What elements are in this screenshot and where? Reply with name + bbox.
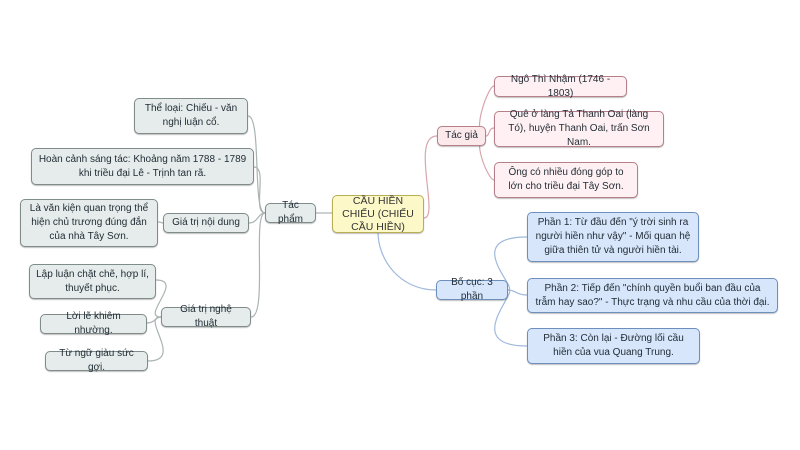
node-nghe-thuat-item-2[interactable]: Lời lẽ khiêm nhường. (40, 311, 147, 336)
node-bo-cuc[interactable]: Bố cục: 3 phần (436, 277, 508, 302)
link-root-bocuc (377, 231, 437, 291)
node-tac-gia-item-3-label: Ông có nhiều đóng góp to lớn cho triều đ… (508, 167, 624, 192)
link-root-tacgia (423, 135, 438, 219)
link-noidung-item (157, 221, 164, 224)
node-bo-cuc-label: Bố cục: 3 phần (451, 277, 493, 302)
node-gia-tri-noi-dung[interactable]: Giá trị nội dung (163, 213, 249, 233)
link-bocuc-item1 (494, 236, 528, 291)
link-bocuc-item3 (494, 289, 528, 347)
node-bo-cuc-item-2[interactable]: Phần 2: Tiếp đến "chính quyền buổi ban đ… (527, 278, 778, 313)
node-tac-gia-item-1-label: Ngô Thì Nhậm (1746 - 1803) (510, 73, 611, 99)
link-tacpham-nghethuat (250, 212, 266, 318)
node-tac-pham-label: Tác phẩm (277, 200, 303, 225)
node-bo-cuc-item-1[interactable]: Phần 1: Từ đầu đến "ý trời sinh ra người… (527, 212, 699, 262)
node-gia-tri-noi-dung-label: Giá trị nội dung (172, 217, 240, 228)
link-bocuc-item2 (507, 289, 528, 296)
link-nghethuat-item2 (146, 316, 162, 324)
node-gia-tri-nghe-thuat-label: Giá trị nghệ thuật (180, 304, 232, 329)
link-nghethuat-item1 (154, 279, 167, 318)
node-nghe-thuat-item-2-label: Lời lẽ khiêm nhường. (66, 311, 121, 336)
node-the-loai-label: Thể loại: Chiếu - văn nghị luận cổ. (144, 103, 238, 128)
node-gia-tri-nghe-thuat[interactable]: Giá trị nghệ thuật (161, 304, 251, 329)
link-tacgia-item2 (485, 127, 495, 137)
node-hoan-canh-label: Hoàn cảnh sáng tác: Khoảng năm 1788 - 17… (38, 153, 247, 179)
node-tac-gia-label: Tác giả (445, 130, 478, 141)
node-nghe-thuat-item-1-label: Lập luận chặt chẽ, hợp lí, thuyết phục. (36, 268, 149, 294)
node-tac-pham[interactable]: Tác phẩm (265, 200, 316, 225)
node-bo-cuc-item-2-label: Phần 2: Tiếp đến "chính quyền buổi ban đ… (535, 282, 770, 308)
node-tac-gia-item-3[interactable]: Ông có nhiều đóng góp to lớn cho triều đ… (494, 162, 638, 198)
node-tac-gia-item-2[interactable]: Quê ở làng Tả Thanh Oai (làng Tó), huyện… (494, 109, 664, 148)
node-tac-gia-item-2-label: Quê ở làng Tả Thanh Oai (làng Tó), huyện… (508, 109, 650, 148)
node-noi-dung-item-label: Là văn kiện quan trọng thể hiện chủ trươ… (29, 203, 149, 242)
node-bo-cuc-item-3[interactable]: Phần 3: Còn lại - Đường lối cầu hiền của… (527, 328, 700, 364)
link-nghethuat-item3 (147, 316, 164, 362)
root-node[interactable]: CẦU HIỀN CHIẾU (CHIẾU CẦU HIỀN) (332, 195, 424, 233)
node-tac-gia-item-1[interactable]: Ngô Thì Nhậm (1746 - 1803) (494, 74, 627, 99)
node-the-loai[interactable]: Thể loại: Chiếu - văn nghị luận cổ. (134, 98, 248, 134)
node-bo-cuc-item-1-label: Phần 1: Từ đầu đến "ý trời sinh ra người… (535, 217, 691, 256)
node-nghe-thuat-item-3-label: Từ ngữ giàu sức gợi. (59, 348, 134, 373)
node-nghe-thuat-item-3[interactable]: Từ ngữ giàu sức gợi. (45, 348, 148, 373)
node-noi-dung-item[interactable]: Là văn kiện quan trọng thể hiện chủ trươ… (20, 199, 158, 247)
node-nghe-thuat-item-1[interactable]: Lập luận chặt chẽ, hợp lí, thuyết phục. (29, 264, 156, 299)
node-bo-cuc-item-3-label: Phần 3: Còn lại - Đường lối cầu hiền của… (543, 333, 684, 358)
node-tac-gia[interactable]: Tác giả (437, 126, 486, 146)
link-tacpham-theloai (247, 115, 266, 214)
node-hoan-canh[interactable]: Hoàn cảnh sáng tác: Khoảng năm 1788 - 17… (31, 148, 254, 185)
link-tacpham-hoancanh (253, 166, 266, 214)
root-label: CẦU HIỀN CHIẾU (CHIẾU CẦU HIỀN) (342, 194, 414, 233)
